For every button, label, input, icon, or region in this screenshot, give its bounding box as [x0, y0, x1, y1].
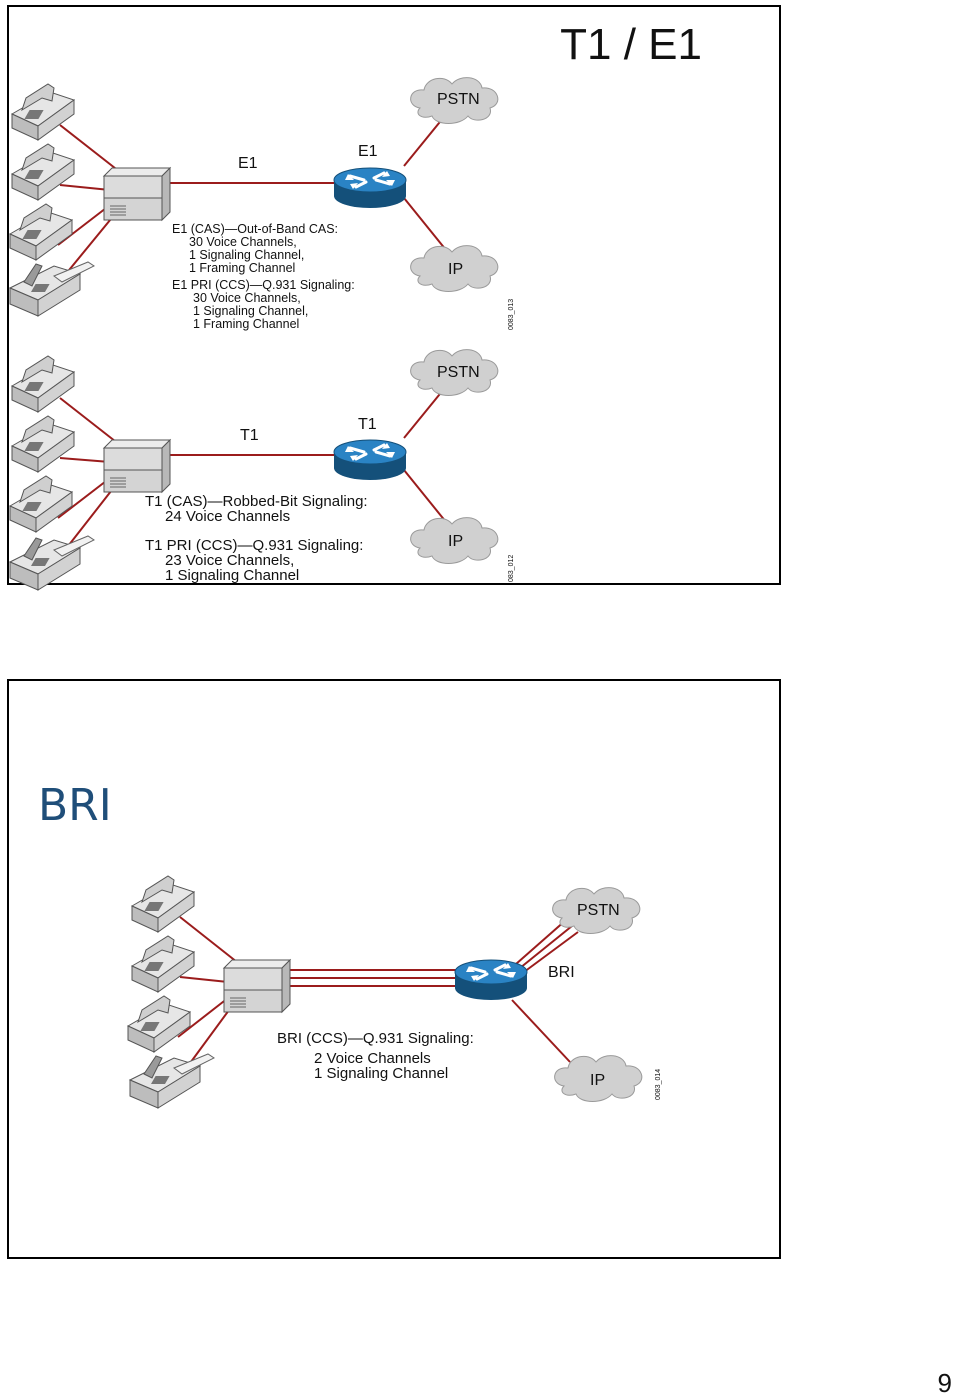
- phone-icon: [11, 355, 75, 413]
- e1-link-left-label: E1: [238, 155, 258, 172]
- bri-ccs-title: BRI (CCS)—Q.931 Signaling:: [277, 1030, 474, 1047]
- e1-cas-title: E1 (CAS)—Out-of-Band CAS:: [172, 222, 338, 236]
- t1-diagram: PSTN IP T1 T1 T1 (CAS)—Robbed-Bit Signal…: [9, 349, 515, 591]
- phone-icon: [9, 475, 73, 533]
- phone-icon: [131, 875, 195, 933]
- slide1-title: T1 / E1: [560, 20, 702, 69]
- bri-ccs-line: 1 Signaling Channel: [314, 1065, 448, 1082]
- t1-pstn-label: PSTN: [437, 364, 480, 381]
- bri-figure-id: 0083_014: [655, 1069, 662, 1100]
- bri-ccs-line: 2 Voice Channels: [314, 1050, 431, 1067]
- phone-icon: [127, 995, 191, 1053]
- bri-ip-label: IP: [590, 1072, 605, 1089]
- e1-figure-id: 0083_013: [508, 299, 515, 330]
- phone-icon: [9, 203, 73, 261]
- bri-link-label: BRI: [548, 964, 575, 981]
- phone-icon: [131, 935, 195, 993]
- t1-figure-id: 083_012: [508, 555, 515, 582]
- t1-link-right-label: T1: [358, 416, 377, 433]
- e1-pri-line: 30 Voice Channels,: [193, 291, 301, 305]
- bri-diagram: PSTN IP BRI BRI (CCS)—Q.931 Signaling: 2…: [127, 875, 662, 1109]
- t1-links: [57, 383, 449, 551]
- e1-pri-title: E1 PRI (CCS)—Q.931 Signaling:: [172, 278, 355, 292]
- router-icon: [332, 166, 408, 210]
- t1-cas-line: 24 Voice Channels: [165, 508, 290, 525]
- e1-pstn-label: PSTN: [437, 91, 480, 108]
- fax-icon: [9, 535, 95, 591]
- pbx-switch-icon: [223, 959, 291, 1013]
- t1-pri-line: 1 Signaling Channel: [165, 567, 299, 584]
- e1-cas-line: 30 Voice Channels,: [189, 235, 297, 249]
- pbx-switch-icon: [103, 167, 171, 221]
- t1-pri-line: 23 Voice Channels,: [165, 552, 294, 569]
- bri-pstn-label: PSTN: [577, 902, 620, 919]
- t1-cas-title: T1 (CAS)—Robbed-Bit Signaling:: [145, 493, 368, 510]
- router-icon: [453, 958, 529, 1002]
- page-number: 9: [937, 1368, 952, 1398]
- e1-ip-label: IP: [448, 261, 463, 278]
- fax-icon: [129, 1053, 215, 1109]
- t1-link-left-label: T1: [240, 427, 259, 444]
- e1-pri-line: 1 Framing Channel: [193, 317, 299, 331]
- e1-cas-line: 1 Signaling Channel,: [189, 248, 304, 262]
- e1-diagram: PSTN IP E1 E1 E1 (CAS)—Out-of-Band CAS: …: [9, 77, 515, 331]
- phone-icon: [11, 415, 75, 473]
- slide2-title: BRI: [38, 780, 112, 831]
- bri-links: [177, 916, 579, 1071]
- e1-link-right-label: E1: [358, 143, 378, 160]
- fax-icon: [9, 261, 95, 317]
- e1-pri-line: 1 Signaling Channel,: [193, 304, 308, 318]
- e1-cas-line: 1 Framing Channel: [189, 261, 295, 275]
- t1-ip-label: IP: [448, 533, 463, 550]
- phone-icon: [11, 143, 75, 201]
- phone-icon: [11, 83, 75, 141]
- router-icon: [332, 438, 408, 482]
- t1-pri-title: T1 PRI (CCS)—Q.931 Signaling:: [145, 537, 363, 554]
- pbx-switch-icon: [103, 439, 171, 493]
- e1-links: [57, 111, 449, 276]
